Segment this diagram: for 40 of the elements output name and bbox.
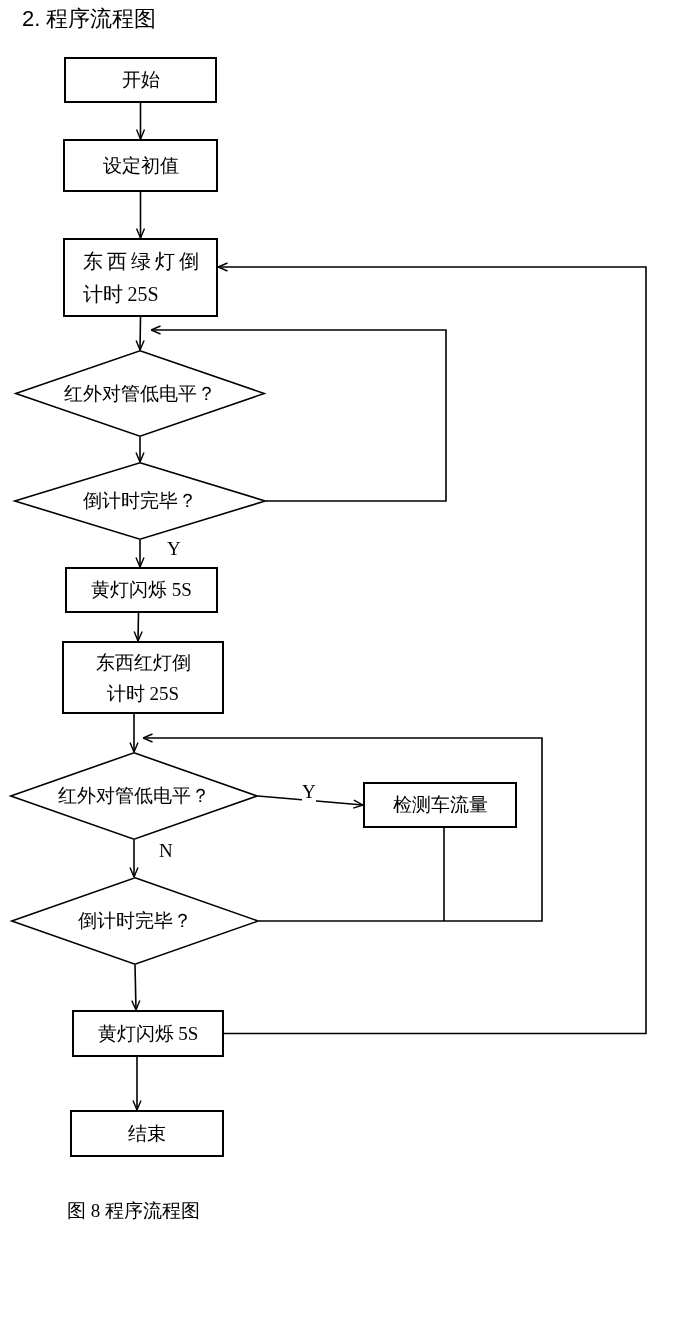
decision-diamond <box>10 752 258 840</box>
arrow <box>131 964 141 1011</box>
condition-label: 倒计时完毕？ <box>78 909 192 933</box>
arrow <box>217 262 647 1035</box>
decision-diamond <box>15 350 265 437</box>
arrow <box>150 325 447 502</box>
step-label: 黄灯闪烁 5S <box>91 578 192 602</box>
step-label: 设定初值 <box>102 153 179 178</box>
process-box <box>62 641 224 714</box>
condition-label: 倒计时完毕？ <box>83 489 197 513</box>
arrow <box>257 795 364 809</box>
decision-diamond <box>11 877 259 965</box>
arrow <box>132 1056 142 1111</box>
arrow <box>135 436 145 463</box>
arrow <box>135 102 146 140</box>
arrow <box>133 612 143 642</box>
step-label: 开始 <box>121 68 160 92</box>
step-label: 东西绿灯倒计时 25S <box>82 248 199 307</box>
process-box <box>70 1110 224 1157</box>
arrow <box>129 839 139 878</box>
page-heading: 2. 程序流程图 <box>22 5 157 33</box>
figure-caption: 图 8 程序流程图 <box>67 1199 200 1223</box>
process-box <box>65 567 218 613</box>
process-box <box>64 57 217 103</box>
condition-label: 红外对管低电平？ <box>58 784 210 808</box>
arrow <box>129 713 139 753</box>
arrow <box>135 539 145 568</box>
step-label: 结束 <box>128 1121 166 1146</box>
decision-diamond <box>14 462 266 540</box>
process-box <box>72 1010 224 1057</box>
process-box <box>63 139 218 192</box>
condition-label: 红外对管低电平？ <box>64 381 216 406</box>
arrow <box>135 191 146 239</box>
process-box <box>363 782 517 828</box>
step-label: 检测车流量 <box>392 793 488 817</box>
process-box <box>63 238 218 317</box>
step-label: 黄灯闪烁 5S <box>97 1021 199 1046</box>
arrow <box>135 316 145 351</box>
connector-line <box>258 920 445 922</box>
step-label: 东西红灯倒计时 25S <box>94 650 192 706</box>
